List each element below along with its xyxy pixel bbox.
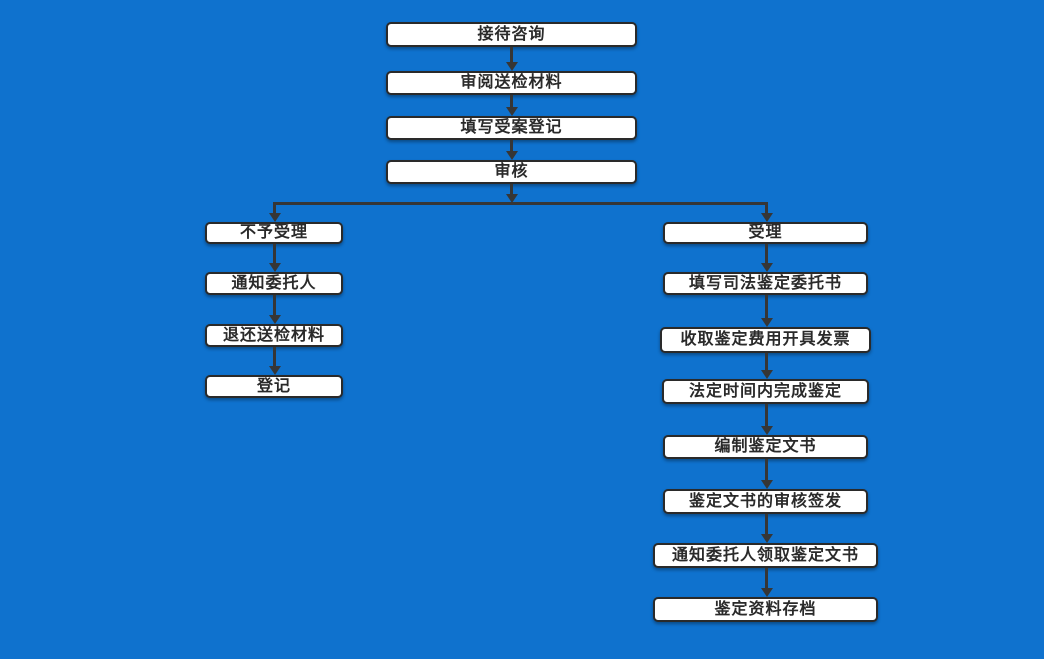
flow-node-complete-within-legal-time: 法定时间内完成鉴定	[662, 379, 869, 404]
node-label: 鉴定资料存档	[714, 600, 817, 618]
node-label: 通知委托人领取鉴定文书	[671, 546, 859, 564]
node-label: 编制鉴定文书	[714, 438, 817, 455]
flow-node-return-materials: 退还送检材料	[205, 324, 343, 347]
flow-node-archive-appraisal-materials: 鉴定资料存档	[653, 597, 878, 622]
arrow-down-icon	[765, 514, 768, 534]
flow-node-examine: 审核	[386, 160, 637, 184]
node-label: 审阅送检材料	[460, 74, 563, 91]
flow-node-prepare-appraisal-document: 编制鉴定文书	[663, 435, 868, 459]
flow-node-not-accepted: 不予受理	[205, 222, 343, 244]
node-label: 填写受案登记	[460, 119, 563, 136]
arrow-down-icon	[273, 347, 276, 366]
flow-node-collect-fee-issue-invoice: 收取鉴定费用开具发票	[660, 327, 871, 353]
node-label: 受理	[748, 224, 783, 241]
flow-node-reception-consultation: 接待咨询	[386, 22, 637, 47]
node-label: 退还送检材料	[222, 326, 325, 344]
flow-node-fill-commission-letter: 填写司法鉴定委托书	[663, 272, 868, 295]
arrow-down-icon	[273, 202, 276, 213]
arrow-down-icon	[273, 244, 276, 263]
node-label: 收取鉴定费用开具发票	[680, 331, 851, 348]
arrow-down-icon	[765, 459, 768, 480]
node-label: 法定时间内完成鉴定	[688, 382, 842, 400]
flow-node-register: 登记	[205, 375, 343, 398]
arrow-down-icon	[510, 184, 513, 194]
arrow-down-icon	[510, 95, 513, 107]
node-label: 审核	[494, 163, 529, 180]
node-label: 鉴定文书的审核签发	[688, 492, 842, 510]
flow-node-notify-client: 通知委托人	[205, 272, 343, 295]
arrow-down-icon	[765, 353, 768, 370]
flow-node-review-sign-document: 鉴定文书的审核签发	[663, 489, 868, 514]
node-label: 接待咨询	[477, 25, 546, 43]
node-label: 填写司法鉴定委托书	[688, 274, 842, 292]
arrow-down-icon	[510, 47, 513, 62]
arrow-down-icon	[765, 202, 768, 213]
flow-node-notify-client-collect-document: 通知委托人领取鉴定文书	[653, 543, 878, 568]
arrow-down-icon	[765, 568, 768, 588]
arrow-down-icon	[273, 295, 276, 315]
arrow-down-icon	[765, 244, 768, 263]
arrow-down-icon	[765, 404, 768, 426]
branch-connector-line	[273, 202, 768, 205]
node-label: 登记	[256, 377, 291, 395]
arrow-down-icon	[765, 295, 768, 318]
flow-node-fill-case-registration: 填写受案登记	[386, 116, 637, 140]
flow-node-review-submitted-materials: 审阅送检材料	[386, 71, 637, 95]
flow-node-accept: 受理	[663, 222, 868, 244]
node-label: 不予受理	[239, 224, 308, 241]
arrow-down-icon	[510, 140, 513, 151]
node-label: 通知委托人	[231, 274, 317, 292]
